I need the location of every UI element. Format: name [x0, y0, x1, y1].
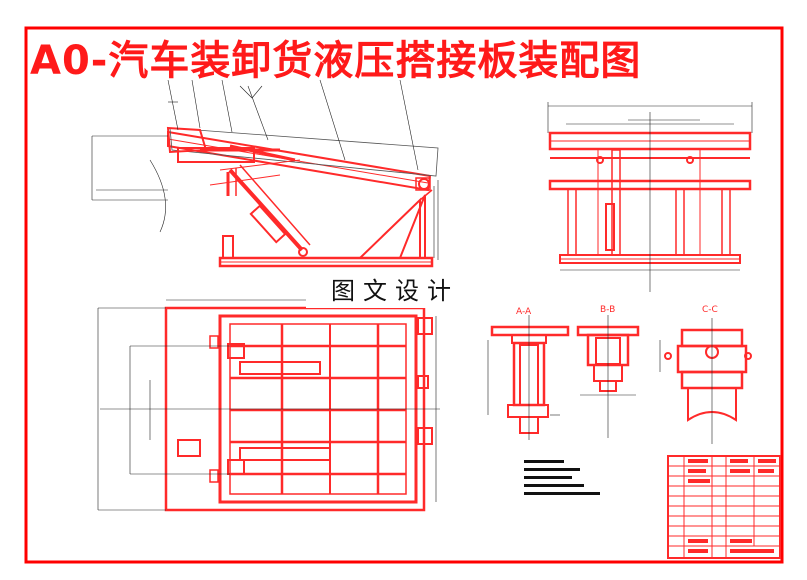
plan-view-dimensions	[97, 299, 440, 511]
title-block-text	[688, 459, 776, 553]
sheet-border	[24, 26, 784, 564]
section-label-b-b: B-B	[600, 305, 616, 315]
section-label-a-a: A-A	[516, 307, 532, 317]
section-b-b-dimensions	[580, 315, 636, 438]
side-view	[166, 126, 439, 268]
drawing-title: A0-汽车装卸货液压搭接板装配图	[30, 38, 642, 84]
section-c-c-dimensions	[659, 318, 713, 444]
section-c-c	[664, 328, 752, 422]
side-view-dimensions	[91, 79, 439, 260]
section-label-c-c: C-C	[702, 305, 718, 315]
notes-block	[524, 460, 600, 495]
section-a-a-dimensions	[487, 315, 560, 440]
title-block	[667, 455, 781, 559]
front-view-dimensions	[547, 102, 753, 292]
section-a-a	[490, 325, 570, 434]
watermark: 图文设计	[306, 274, 484, 308]
